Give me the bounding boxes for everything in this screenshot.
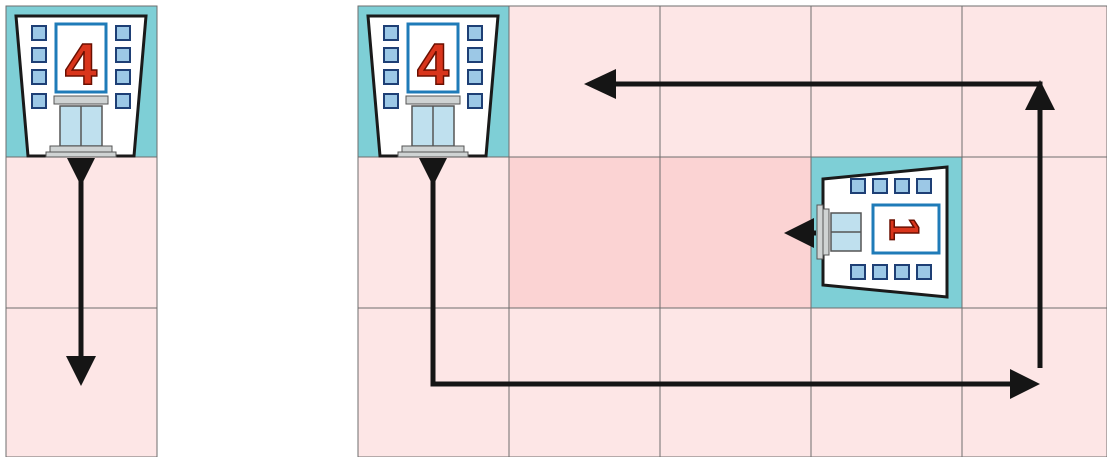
grid-cell [961, 156, 1107, 309]
building-number: 4 [417, 32, 449, 97]
building-number: 1 [881, 217, 928, 240]
arrow-down-icon [66, 158, 96, 386]
building-down-icon: 4 [366, 14, 500, 159]
building-number: 4 [65, 32, 97, 97]
highlight-cell [508, 156, 661, 309]
building-left-icon: 1 [815, 165, 949, 299]
building-down-icon: 4 [14, 14, 148, 159]
path-arrow-icon [419, 69, 1055, 399]
